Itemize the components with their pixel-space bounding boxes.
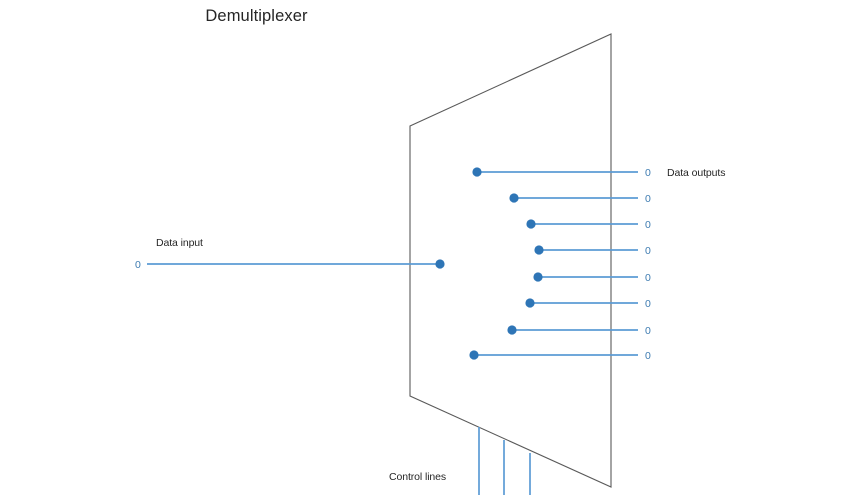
data-output-wire [469, 350, 638, 360]
data-output-values: 0 0 0 0 0 0 0 0 [645, 167, 651, 362]
data-output-wire [509, 193, 638, 203]
data-output-wire [534, 245, 638, 255]
data-output-value: 0 [645, 350, 651, 362]
data-input-value: 0 [135, 259, 141, 271]
data-output-value: 0 [645, 245, 651, 257]
page-title: Demultiplexer [205, 7, 308, 25]
data-output-wire [533, 272, 638, 282]
control-line-wires [478, 427, 531, 495]
data-output-dot [533, 272, 543, 282]
data-output-value: 0 [645, 193, 651, 205]
data-output-value: 0 [645, 219, 651, 231]
data-outputs-label: Data outputs [667, 167, 726, 179]
data-input-label: Data input [156, 237, 203, 249]
demux-body-shape [409, 33, 612, 488]
data-output-value: 0 [645, 298, 651, 310]
data-output-wire [525, 298, 638, 308]
data-output-wire [472, 167, 638, 177]
data-output-dot [534, 245, 544, 255]
data-output-value: 0 [645, 167, 651, 179]
data-output-dot [469, 350, 479, 360]
data-output-value: 0 [645, 272, 651, 284]
data-output-wire [507, 325, 638, 335]
data-output-dot [509, 193, 519, 203]
data-output-wire [526, 219, 638, 229]
data-output-wires [469, 167, 638, 360]
data-output-dot [472, 167, 482, 177]
data-output-value: 0 [645, 325, 651, 337]
data-input-wire [147, 259, 445, 269]
control-lines-label: Control lines [389, 471, 447, 483]
data-input-dot [435, 259, 445, 269]
data-output-dot [526, 219, 536, 229]
data-output-dot [525, 298, 535, 308]
data-output-dot [507, 325, 517, 335]
